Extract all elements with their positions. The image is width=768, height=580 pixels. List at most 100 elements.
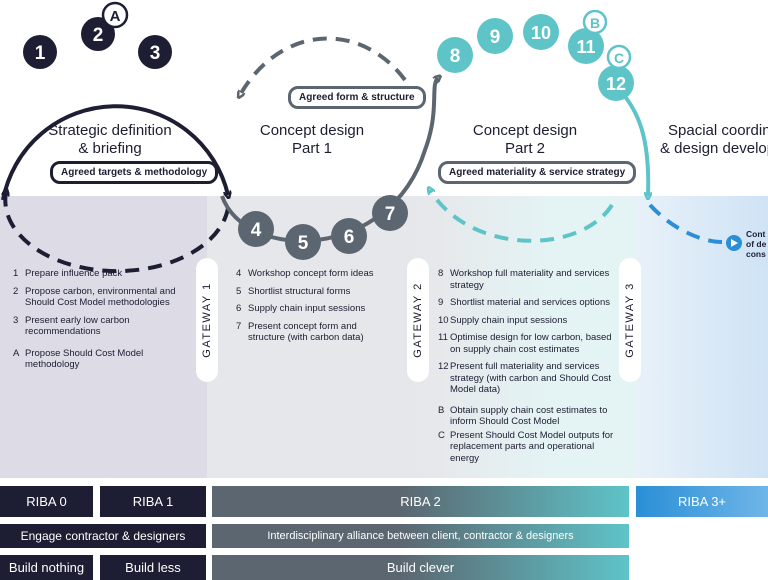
stage2-title-line1: Concept design xyxy=(259,122,365,139)
list-item-number: 11 xyxy=(438,332,448,343)
stage3-title-line2: Part 2 xyxy=(504,140,546,157)
tag-agreed-targets: Agreed targets & methodology xyxy=(50,161,219,184)
gateway-3: GATEWAY 3 xyxy=(619,258,641,382)
stage1-title-line1: Strategic definition xyxy=(48,122,172,139)
step-circle-7 xyxy=(372,195,408,231)
gateway-2-label: GATEWAY 2 xyxy=(412,282,424,358)
list-item-number: 9 xyxy=(438,297,444,308)
list-item-number: 6 xyxy=(236,303,242,314)
cycle1-solid-arc xyxy=(1,104,228,201)
list-item-number: B xyxy=(438,404,445,416)
list-item-text: Supply chain input sessions xyxy=(450,314,568,326)
step-circle-8 xyxy=(437,37,473,73)
riba1-bar: RIBA 1 xyxy=(100,486,206,517)
step-label-11: 11 xyxy=(576,37,595,57)
letter-circle-a xyxy=(101,1,129,29)
panel-stage4 xyxy=(635,196,768,478)
step-label-7: 7 xyxy=(385,204,396,225)
step-circle-6 xyxy=(331,218,367,254)
step-circle-4 xyxy=(238,211,274,247)
letter-label-c: C xyxy=(614,50,624,66)
cycle2-dashed-arc xyxy=(240,36,407,95)
step-label-9: 9 xyxy=(490,27,501,48)
list-item-text: Present early low carbon recommendations xyxy=(25,314,130,338)
stage4-title: Spacial coordination & design developmen… xyxy=(660,122,768,158)
continuation-line2: of de xyxy=(746,239,767,249)
step-circle-1 xyxy=(23,35,57,69)
list-item-number: 7 xyxy=(236,320,242,332)
step-label-10: 10 xyxy=(531,23,551,43)
step-label-5: 5 xyxy=(298,233,309,254)
panel-stage3 xyxy=(419,196,635,478)
list-item-text: Present full materiality and services st… xyxy=(450,361,612,395)
gateway-3-label: GATEWAY 3 xyxy=(624,282,636,358)
gateway-1-label: GATEWAY 1 xyxy=(201,282,213,358)
list-item-number: A xyxy=(13,347,20,359)
cycle4-dashed-arc xyxy=(648,203,723,244)
list-item-text: Workshop concept form ideas xyxy=(248,268,374,279)
step-circle-2 xyxy=(81,17,115,51)
riba0-bar: RIBA 0 xyxy=(0,486,93,517)
stage1-title: Strategic definition & briefing xyxy=(10,122,210,158)
step-label-2: 2 xyxy=(93,25,104,46)
play-icon xyxy=(726,235,742,251)
riba2-bar: RIBA 2 xyxy=(212,486,629,517)
step-circle-3 xyxy=(138,35,172,69)
step-label-1: 1 xyxy=(35,43,46,64)
list-item-number: C xyxy=(438,429,445,441)
list-item-text: Propose carbon, environmental and Should… xyxy=(25,285,176,309)
list-item-number: 1 xyxy=(13,268,19,279)
list-item-text: Prepare influence pack xyxy=(25,268,123,279)
list-item-number: 8 xyxy=(438,268,444,279)
list-item-text: Propose Should Cost Model methodology xyxy=(25,347,144,371)
step-label-12: 12 xyxy=(606,74,626,94)
list-item-number: 10 xyxy=(438,314,449,326)
list-item: C Present Should Cost Model outputs for r… xyxy=(438,430,614,465)
build-clever-bar: Build clever xyxy=(212,555,629,580)
step-circle-11 xyxy=(568,28,604,64)
list-item-text: Shortlist structural forms xyxy=(248,285,351,297)
step-label-8: 8 xyxy=(450,46,461,67)
list-item: 9 Shortlist material and services options xyxy=(438,297,614,309)
list-item: 1 Prepare influence pack xyxy=(13,268,191,280)
stage1-title-line2: & briefing xyxy=(78,140,142,157)
step-label-6: 6 xyxy=(344,227,355,248)
stage1-step-list: 1 Prepare influence pack 2 Propose carbon,… xyxy=(13,268,191,377)
list-item-text: Shortlist material and services options xyxy=(450,297,610,308)
list-item-text: Workshop full materiality and services s… xyxy=(450,268,610,291)
step-circle-12 xyxy=(598,65,634,101)
list-item-number: 3 xyxy=(13,314,19,326)
stage2-title: Concept design Part 1 xyxy=(212,122,412,158)
alliance-bar: Interdisciplinary alliance between clien… xyxy=(212,524,629,548)
build-nothing-bar: Build nothing xyxy=(0,555,93,580)
step-label-3: 3 xyxy=(150,43,161,64)
engage-bar: Engage contractor & designers xyxy=(0,524,206,548)
stage3-step-list: 8 Workshop full materiality and services … xyxy=(438,268,614,470)
cycle1-dashed-arc xyxy=(5,192,230,274)
list-item-text: Present Should Cost Model outputs for re… xyxy=(450,429,614,464)
list-item: 3 Present early low carbon recommendation… xyxy=(13,315,191,338)
letter-label-b: B xyxy=(590,15,600,31)
cycle3-dashed-arc xyxy=(430,190,614,243)
list-item-text: Supply chain input sessions xyxy=(248,303,366,314)
list-item: 2 Propose carbon, environmental and Shoul… xyxy=(13,286,191,309)
gateway-1: GATEWAY 1 xyxy=(196,258,218,382)
list-item-number: 5 xyxy=(236,285,242,297)
build-less-bar: Build less xyxy=(100,555,206,580)
continuation-line3: cons xyxy=(746,249,766,259)
stage4-title-line1: Spacial coordination xyxy=(668,122,768,139)
tag-agreed-materiality: Agreed materiality & service strategy xyxy=(438,161,637,184)
list-item: 8 Workshop full materiality and services … xyxy=(438,268,614,291)
stage4-title-line2: & design development xyxy=(660,140,768,157)
continuation-line1: Cont xyxy=(746,229,766,239)
list-item: 6 Supply chain input sessions xyxy=(236,303,386,315)
process-cycles: 1 2 3 4 5 6 7 8 9 10 11 12 A B C xyxy=(1,1,742,274)
letter-circle-b xyxy=(582,9,608,35)
list-item-number: 2 xyxy=(13,285,19,297)
